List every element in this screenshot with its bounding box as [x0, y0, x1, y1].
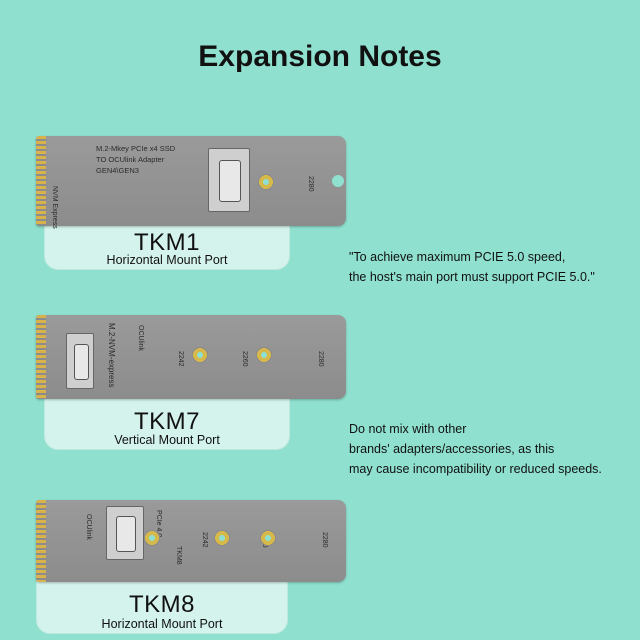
tkm1-silk-line2: TO OCUlink Adapter [96, 155, 165, 164]
note-compatibility: Do not mix with other brands' adapters/a… [349, 419, 602, 479]
tkm7-mount-hole-2260 [256, 347, 272, 363]
tkm7-port-label: Vertical Mount Port [114, 433, 220, 447]
tkm1-mount-notch [332, 175, 344, 187]
tkm8-mount-hole-2280 [260, 530, 276, 546]
tkm8-mount-hole-2260 [214, 530, 230, 546]
tkm8-product-name: TKM8 [128, 591, 195, 618]
tkm1-oculink-connector [208, 148, 250, 212]
tkm1-product-name: TKM1 [133, 229, 200, 256]
tkm7-oculink-connector [66, 333, 94, 389]
note-compatibility-line3: may cause incompatibility or reduced spe… [349, 462, 602, 476]
tkm1-silk-line3: GEN4\GEN3 [96, 166, 139, 175]
tkm7-silk-2242: 2242 [177, 351, 184, 367]
note-compatibility-line1: Do not mix with other [349, 422, 467, 436]
tkm7-silk-oculink: OCUlink [137, 325, 144, 352]
tkm8-silk-oculink: OCUlink [85, 514, 92, 541]
tkm8-board-image: OCUlink PCIe 4.0 2242 2260 2280 TKM8 [36, 500, 346, 582]
tkm8-silk-model: TKM8 [175, 546, 182, 565]
tkm8-port-label: Horizontal Mount Port [101, 617, 223, 631]
tkm1-board-image: M.2-Mkey PCIe x4 SSD TO OCUlink Adapter … [36, 136, 346, 229]
tkm8-silk-2280: 2280 [321, 532, 328, 548]
tkm8-oculink-connector [106, 506, 144, 560]
tkm7-silk-2260: 2260 [241, 351, 248, 367]
tkm8-silk-2242: 2242 [201, 532, 208, 548]
page-title: Expansion Notes [198, 40, 442, 73]
note-pcie5: "To achieve maximum PCIE 5.0 speed, the … [349, 247, 595, 287]
tkm1-silk-line1: M.2-Mkey PCIe x4 SSD [96, 144, 176, 153]
tkm7-product-name: TKM7 [133, 408, 200, 435]
tkm8-mount-hole-2242 [144, 530, 160, 546]
tkm7-mount-hole-2242 [192, 347, 208, 363]
tkm1-mount-hole [258, 174, 274, 190]
tkm1-silk-2280: 2280 [307, 176, 314, 192]
tkm1-gold-edge [36, 136, 46, 226]
note-compatibility-line2: brands' adapters/accessories, as this [349, 442, 555, 456]
tkm7-silk-nvm: M.2-NVM-express [107, 323, 116, 388]
note-pcie5-line1: "To achieve maximum PCIE 5.0 speed, [349, 250, 566, 264]
tkm7-silk-2280: 2280 [317, 351, 324, 367]
tkm8-gold-edge [36, 500, 46, 582]
note-pcie5-line2: the host's main port must support PCIE 5… [349, 270, 595, 284]
tkm1-silk-nvm: NVM Express [51, 186, 58, 229]
tkm7-board-image: M.2-NVM-express OCUlink 2242 2260 2280 [36, 315, 346, 399]
tkm1-port-label: Horizontal Mount Port [106, 253, 228, 267]
tkm7-gold-edge [36, 315, 46, 399]
